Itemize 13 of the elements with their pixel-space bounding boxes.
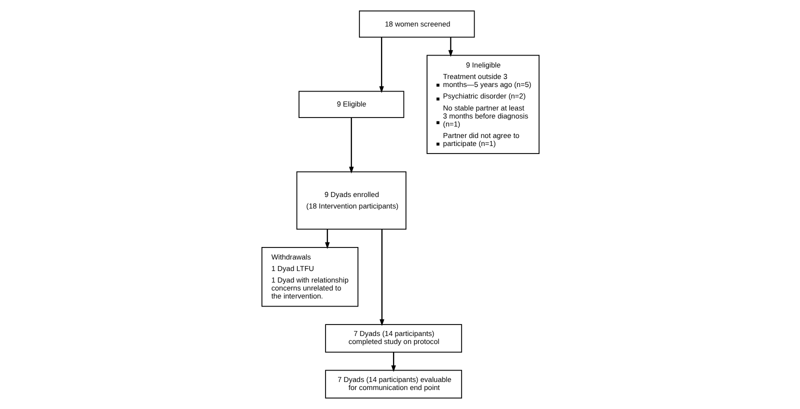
arrow xyxy=(324,229,330,249)
arrow xyxy=(390,352,396,372)
node-box: Withdrawals 1 Dyad LTFU 1 Dyad with relationship concerns unrelated to the intervention. xyxy=(260,246,358,307)
node-box: 9 Dyads enrolled (18 Intervention participants) xyxy=(296,171,406,230)
node-box: 9 Ineligible Treatment outside 3 months—5 years ago (n=5) Psychiatric disorder (n=2) No stable partner at least 3 months before diagnosis (n=1) Partner did not agree to participate (n=1) xyxy=(426,54,540,154)
arrow xyxy=(348,118,354,174)
node-box: 9 Eligible xyxy=(298,90,404,118)
node-box: 18 women screened xyxy=(358,10,474,38)
arrow xyxy=(448,37,453,57)
node-box: 7 Dyads (14 participants) completed study on protocol xyxy=(324,324,462,353)
arrow xyxy=(378,37,384,93)
node-box: 7 Dyads (14 participants) evaluable for communication end point xyxy=(324,370,462,398)
arrow xyxy=(379,229,384,326)
